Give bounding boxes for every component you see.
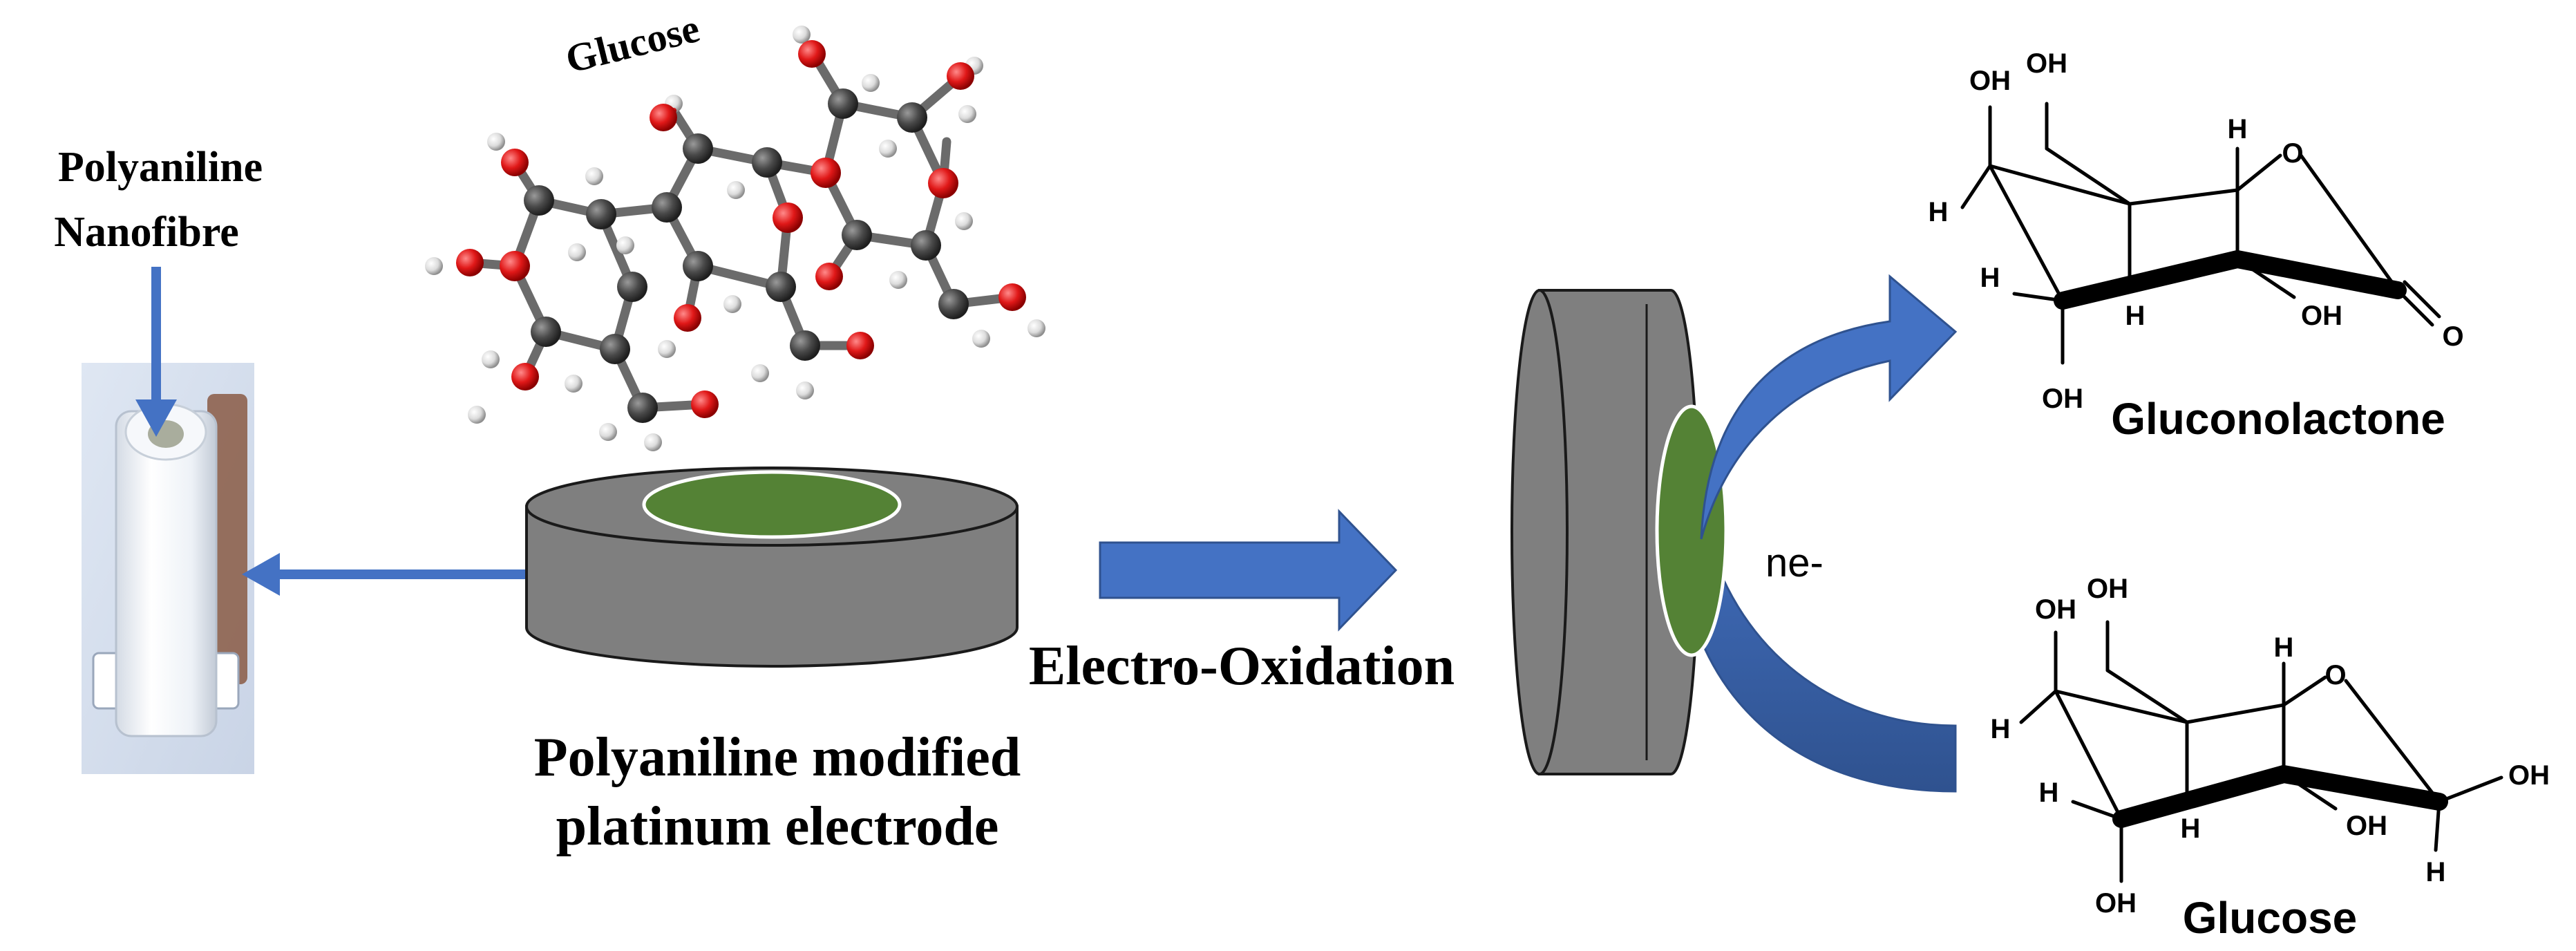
- electrode-label-line1: Polyaniline modified: [534, 727, 1021, 788]
- gluc-lactone-h-lower-left: H: [1980, 263, 2000, 293]
- gluc-lactone-o-carbonyl: O: [2442, 321, 2463, 352]
- nanofibre-pointer-arrow: [135, 267, 177, 437]
- glucose-h-right-bottom: H: [2426, 857, 2446, 887]
- glucose-inflow-arrow-band: [1678, 455, 1957, 793]
- product-outflow-arrow: [1700, 274, 1958, 540]
- glucose-oh-right: OH: [2508, 760, 2550, 791]
- electrode-photo: [82, 363, 254, 774]
- electrode-to-photo-arrow: [242, 553, 525, 596]
- glucose-oh-bottom-right: OH: [2346, 811, 2387, 841]
- gluc-lactone-h-bottom: H: [2125, 301, 2146, 331]
- gluconolactone-label: Gluconolactone: [2111, 394, 2445, 444]
- gluconolactone-structure: OH OH H O H H H OH O OH: [1929, 48, 2464, 414]
- electrode-disk-side: [525, 505, 1019, 668]
- gluc-lactone-h-left: H: [1929, 197, 1949, 227]
- glucose-h-bottom: H: [2181, 813, 2201, 844]
- glucose-h-top-right: H: [2274, 632, 2294, 663]
- polyaniline-coating: [642, 470, 902, 539]
- gluc-lactone-oh-top-left: OH: [1969, 66, 2011, 96]
- process-arrow: [1099, 509, 1398, 632]
- glucose-3d-model: [425, 26, 1045, 451]
- process-label: Electro-Oxidation: [1029, 636, 1455, 697]
- nanofibre-label-line1: Polyaniline: [58, 144, 263, 191]
- glucose-model-label: Glucose: [561, 6, 703, 82]
- electrons-label: ne-: [1765, 540, 1824, 585]
- glucose-structure: OH OH H O H H H OH OH H OH: [1991, 574, 2550, 919]
- nanofibre-label-line2: Nanofibre: [54, 209, 239, 256]
- glucose-h-left: H: [1991, 714, 2011, 744]
- electrode-side-coating: [1655, 404, 1728, 657]
- glucose-h-lower-left: H: [2039, 778, 2059, 808]
- electrode-side-view: [1510, 289, 1700, 775]
- glucose-structure-label: Glucose: [2183, 893, 2358, 943]
- gluc-lactone-o-ring: O: [2282, 138, 2303, 169]
- electrode-label-line2: platinum electrode: [556, 796, 999, 857]
- gluc-lactone-h-top-right: H: [2228, 114, 2248, 144]
- glucose-oh-top: OH: [2087, 574, 2128, 604]
- glucose-o-ring: O: [2324, 660, 2346, 690]
- gluc-lactone-oh-bottom-right: OH: [2301, 301, 2342, 331]
- gluc-lactone-oh-bottom: OH: [2042, 384, 2083, 414]
- electrode-side-back-face: [1510, 289, 1569, 775]
- glucose-oh-top-left: OH: [2035, 594, 2076, 625]
- gluc-lactone-oh-top: OH: [2026, 48, 2067, 79]
- modified-electrode-disk: [525, 467, 1019, 668]
- glucose-oh-bottom: OH: [2095, 888, 2137, 919]
